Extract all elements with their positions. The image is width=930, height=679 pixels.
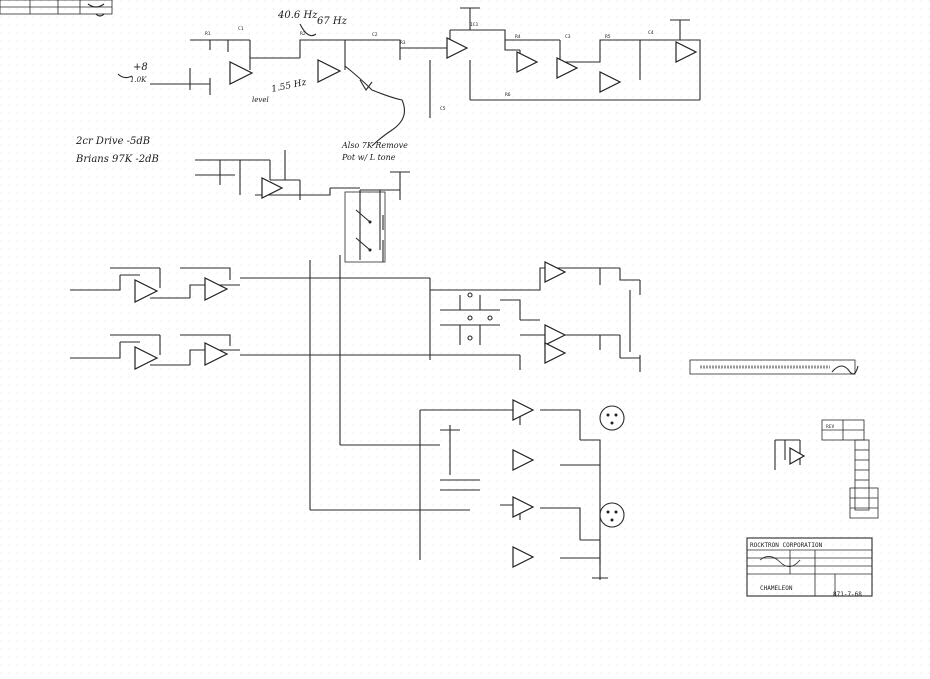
note-remove: Also 7K Remove	[341, 141, 408, 150]
svg-text:R1: R1	[205, 31, 211, 37]
revision-table: REV	[821, 419, 879, 519]
op-amp-symbol	[512, 399, 535, 421]
svg-text:C5: C5	[440, 106, 446, 112]
op-amp-symbol	[512, 546, 535, 568]
note-top-left-freq: 40.6 Hz	[277, 10, 318, 21]
op-amp-symbol	[261, 177, 284, 199]
op-amp-symbol	[512, 449, 535, 471]
svg-text:C2: C2	[372, 32, 378, 38]
svg-text:C3: C3	[565, 34, 571, 40]
input-channel-left	[70, 267, 431, 360]
op-amp-symbol	[544, 324, 567, 346]
op-amp-symbol	[446, 37, 469, 59]
op-amp-symbol	[512, 496, 535, 518]
corner-legend	[0, 0, 113, 17]
title-block: ROCKTRON CORPORATION CHAMELEON 871-7-68	[746, 537, 873, 598]
xlr-connector	[599, 405, 625, 431]
op-amp-symbol	[516, 51, 539, 73]
op-amp-symbol	[204, 277, 229, 301]
svg-text:R6: R6	[505, 92, 511, 98]
op-amp-symbol	[675, 41, 698, 63]
note-plus-eight-sub: 1.0K	[130, 76, 147, 84]
note-level: level	[252, 96, 269, 104]
op-amp-symbol	[134, 279, 159, 303]
op-amp-symbol	[544, 342, 567, 364]
op-amp-symbol	[317, 59, 342, 83]
svg-text:R5: R5	[605, 34, 611, 40]
product-name: CHAMELEON	[760, 585, 793, 592]
mini-switch	[774, 439, 806, 470]
note-brians: Brians 97K -2dB	[75, 154, 159, 165]
svg-text:C1: C1	[238, 26, 244, 32]
notes-strip	[689, 359, 859, 375]
drive-network	[195, 150, 410, 263]
op-amp-symbol	[134, 346, 159, 370]
switch-box	[344, 191, 386, 263]
note-2cr-drive: 2cr Drive -5dB	[75, 136, 150, 147]
svg-text:R4: R4	[515, 34, 521, 40]
balanced-outputs	[309, 255, 625, 580]
svg-text:R2: R2	[300, 31, 306, 37]
note-plus-eight: +8	[133, 62, 148, 73]
handwritten-annotations: 40.6 Hz 67 Hz +8 1.0K 1.55 Hz level Also…	[75, 10, 408, 165]
revision-header: REV	[826, 424, 835, 430]
op-amp-symbol	[544, 261, 567, 283]
drawing-number: 871-7-68	[833, 591, 862, 598]
op-amp-symbol	[229, 61, 254, 85]
op-amp-symbol	[204, 342, 229, 366]
output-drivers	[430, 261, 641, 372]
company-name: ROCKTRON CORPORATION	[750, 542, 823, 549]
svg-text:IC1: IC1	[470, 22, 479, 28]
note-pot: Pot w/ L tone	[341, 153, 396, 162]
note-top-right-freq: 67 Hz	[317, 16, 348, 27]
op-amp-symbol	[599, 71, 622, 93]
svg-text:R3: R3	[400, 40, 406, 46]
svg-text:C4: C4	[648, 30, 654, 36]
input-channel-right	[70, 334, 521, 370]
op-amp-symbol	[556, 57, 579, 79]
